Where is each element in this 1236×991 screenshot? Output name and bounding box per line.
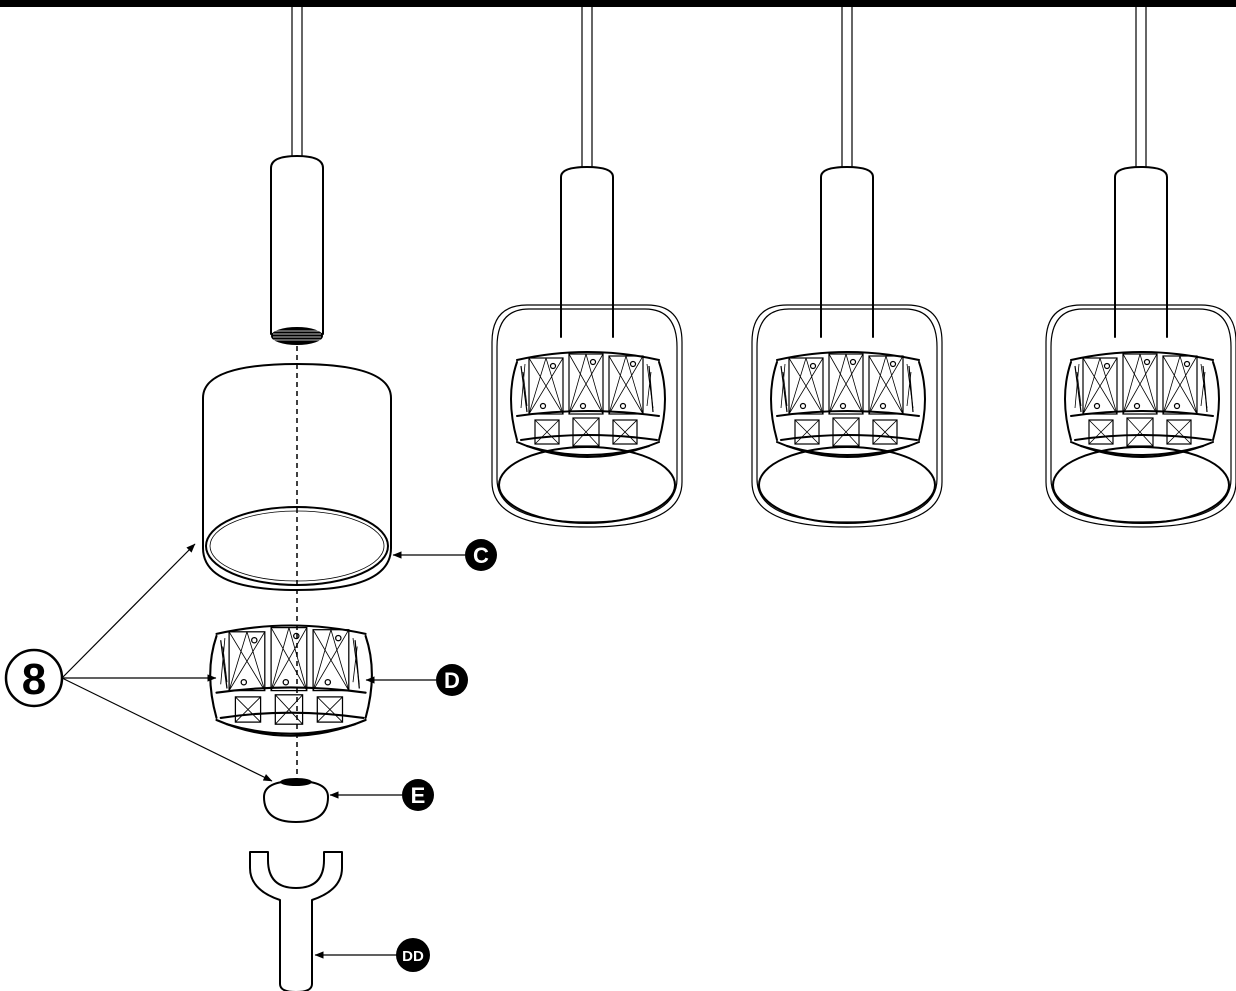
threaded-rod — [270, 155, 324, 345]
step-leader-lines — [61, 543, 273, 782]
assembled-pendant-3 — [1046, 7, 1236, 527]
glass-shade — [202, 363, 392, 591]
callout-e-label: E — [411, 783, 426, 808]
finial-nut — [263, 778, 329, 823]
callout-c: C — [392, 539, 497, 571]
wrench-tool — [249, 851, 343, 991]
ceiling-bar — [0, 0, 1236, 7]
callout-dd: DD — [314, 938, 430, 972]
assembled-pendant-2 — [752, 7, 942, 527]
callout-e: E — [329, 779, 434, 811]
callout-c-label: C — [473, 543, 489, 568]
step-number-badge: 8 — [4, 648, 64, 708]
assembled-pendant-1 — [492, 7, 682, 527]
callout-d: D — [365, 664, 468, 696]
callout-dd-label: DD — [402, 948, 424, 965]
step-number: 8 — [22, 655, 46, 704]
exploded-pendant — [202, 7, 392, 991]
callout-d-label: D — [444, 668, 460, 693]
crystal-ring — [209, 624, 373, 737]
